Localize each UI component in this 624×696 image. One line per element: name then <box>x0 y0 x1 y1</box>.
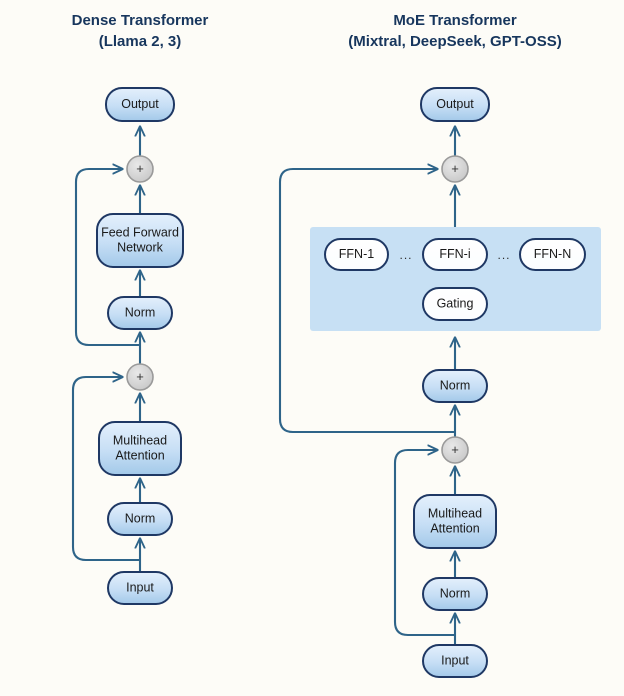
node-shape <box>105 87 175 122</box>
dense-title-line2: (Llama 2, 3) <box>99 33 182 50</box>
moe-node-ffn-1[interactable]: FFN-1 <box>324 238 389 271</box>
moe-node-output[interactable]: Output <box>420 87 490 122</box>
adder-circle <box>126 155 154 183</box>
node-shape <box>422 369 488 403</box>
adder-circle <box>441 436 469 464</box>
dense-adder-upper[interactable]: + <box>126 155 154 183</box>
moe-residual-lower <box>393 450 457 637</box>
node-shape <box>98 421 182 476</box>
node-label: FFN-1 <box>339 247 374 261</box>
adder-symbol: + <box>451 442 459 457</box>
node-shape <box>324 238 389 271</box>
node-label: Attention <box>430 521 479 535</box>
node-label: FFN-N <box>534 247 572 261</box>
moe-node-ffn-i[interactable]: FFN-i <box>422 238 488 271</box>
dense-residual-upper <box>74 169 142 347</box>
node-label: Norm <box>440 378 471 392</box>
node-label: Feed Forward <box>101 225 179 239</box>
column-titles: Dense Transformer (Llama 2, 3) MoE Trans… <box>72 12 562 50</box>
node-shape <box>420 87 490 122</box>
node-shape <box>107 502 173 536</box>
node-label: Norm <box>125 511 156 525</box>
node-shape <box>413 494 497 549</box>
node-label: Norm <box>125 305 156 319</box>
moe-node-ffn-n[interactable]: FFN-N <box>519 238 586 271</box>
moe-adder-upper[interactable]: + <box>441 155 469 183</box>
moe-node-norm-lower[interactable]: Norm <box>422 577 488 611</box>
node-label: Output <box>121 97 159 111</box>
node-label: Multihead <box>428 506 482 520</box>
node-label: Norm <box>440 586 471 600</box>
moe-ellipsis-right: ... <box>497 248 510 262</box>
moe-residual-upper <box>278 169 457 434</box>
adders-layer: + + + + <box>126 155 469 464</box>
node-shape <box>519 238 586 271</box>
adder-circle <box>441 155 469 183</box>
node-label: Attention <box>115 448 164 462</box>
moe-title-line2: (Mixtral, DeepSeek, GPT-OSS) <box>348 33 561 50</box>
node-label: FFN-i <box>439 247 470 261</box>
node-label: Input <box>126 580 154 594</box>
edges-layer <box>71 127 457 647</box>
node-shape <box>422 238 488 271</box>
node-shape <box>422 287 488 321</box>
dense-node-norm-lower[interactable]: Norm <box>107 502 173 536</box>
node-label: Input <box>441 653 469 667</box>
moe-ellipsis-left: ... <box>399 248 412 262</box>
moe-node-gating[interactable]: Gating <box>422 287 488 321</box>
dense-adder-lower[interactable]: + <box>126 363 154 391</box>
node-label: Network <box>117 240 164 254</box>
adder-symbol: + <box>136 369 144 384</box>
node-shape <box>96 213 184 268</box>
moe-adder-lower[interactable]: + <box>441 436 469 464</box>
moe-node-norm-upper[interactable]: Norm <box>422 369 488 403</box>
dense-node-input[interactable]: Input <box>107 571 173 605</box>
moe-node-input[interactable]: Input <box>422 644 488 678</box>
dense-node-output[interactable]: Output <box>105 87 175 122</box>
node-label: Output <box>436 97 474 111</box>
node-shape <box>107 571 173 605</box>
adder-symbol: + <box>136 161 144 176</box>
adder-circle <box>126 363 154 391</box>
adder-symbol: + <box>451 161 459 176</box>
dense-title-line1: Dense Transformer <box>72 12 209 29</box>
node-shape <box>107 296 173 330</box>
moe-title-line1: MoE Transformer <box>393 12 517 29</box>
dense-residual-lower <box>71 377 142 562</box>
node-label: Gating <box>437 296 474 310</box>
dense-node-norm-upper[interactable]: Norm <box>107 296 173 330</box>
node-label: Multihead <box>113 433 167 447</box>
node-shape <box>422 644 488 678</box>
node-shape <box>422 577 488 611</box>
